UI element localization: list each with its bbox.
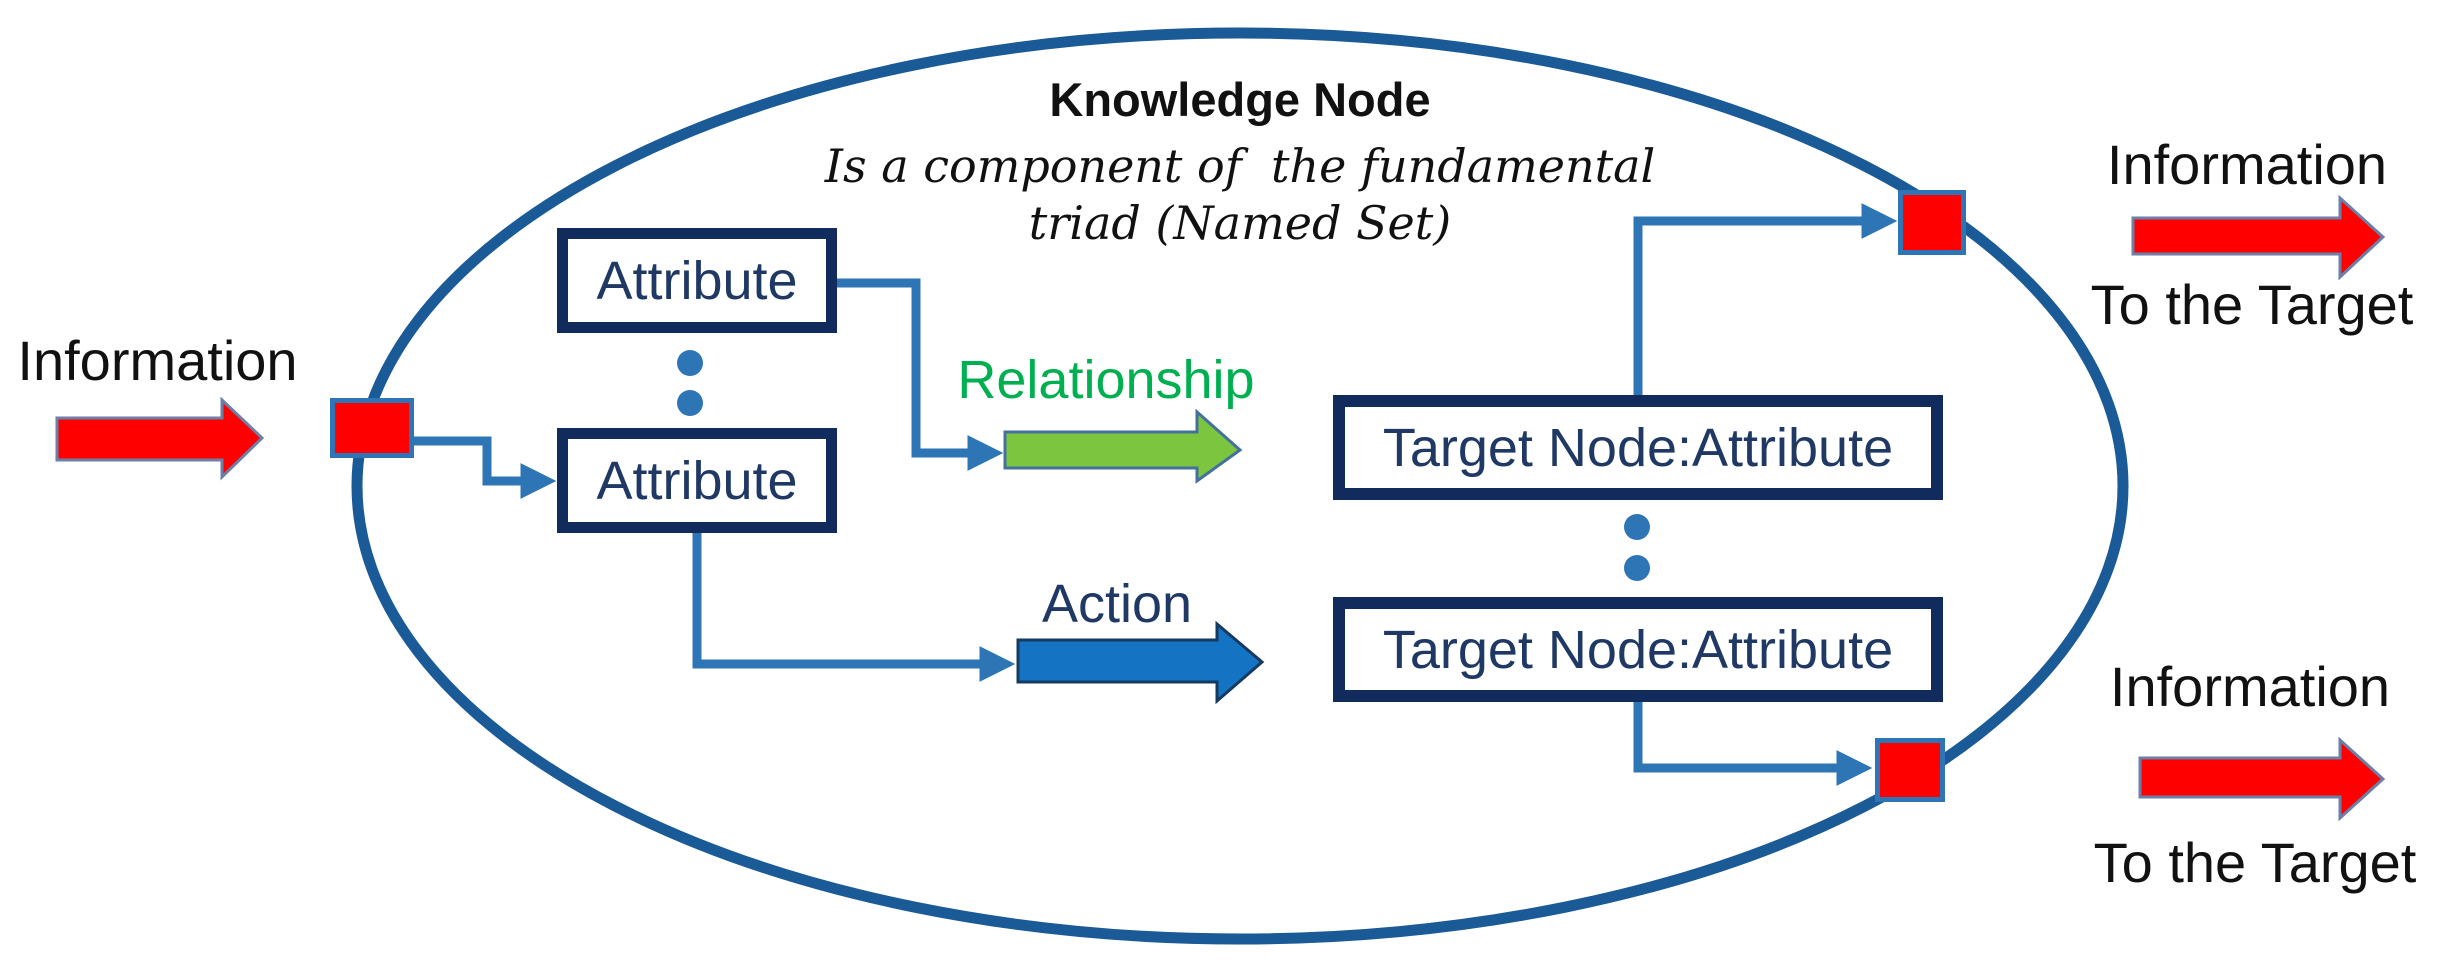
information-out-top-arrow-icon [2131,194,2386,281]
action-label: Action [1041,574,1193,634]
connector-target-to-bottom-output [1633,702,1873,786]
information-out-bottom-label: Information [2109,655,2391,718]
information-out-bottom-arrow-icon [2138,736,2386,822]
relationship-label: Relationship [957,350,1255,410]
target-node-box-1: Target Node:Attribute [1333,395,1943,500]
input-port-square [330,398,414,458]
connector-target-to-top-output [1633,203,1898,395]
relationship-arrow-icon [1003,408,1243,484]
information-in-arrow-icon [55,396,265,481]
knowledge-node-subtitle-line2: triad (Named Set) [1028,196,1452,250]
action-arrow-icon [1016,620,1265,705]
knowledge-node-title: Knowledge Node [1049,73,1431,126]
output-port-square-bottom [1875,738,1945,802]
information-out-top-label: Information [2106,133,2388,196]
attribute-ellipsis-dot [677,350,703,376]
attribute-box-1: Attribute [557,228,837,333]
connector-input-to-attribute [414,436,557,499]
connector-attribute-to-action [692,533,1016,682]
knowledge-node-subtitle-line1: Is a component of the fundamental [824,139,1656,193]
attribute-ellipsis-dot [677,390,703,416]
knowledge-node-ellipse [351,27,2129,945]
target-node-box-2: Target Node:Attribute [1333,597,1943,702]
target-ellipsis-dot [1624,555,1650,581]
information-in-label: Information [17,329,298,392]
attribute-box-2: Attribute [557,428,837,533]
to-the-target-top-label: To the Target [2090,273,2414,336]
target-ellipsis-dot [1624,514,1650,540]
connector-attribute-to-relationship [837,278,1004,471]
output-port-square-top [1898,190,1966,255]
to-the-target-bottom-label: To the Target [2093,831,2417,894]
